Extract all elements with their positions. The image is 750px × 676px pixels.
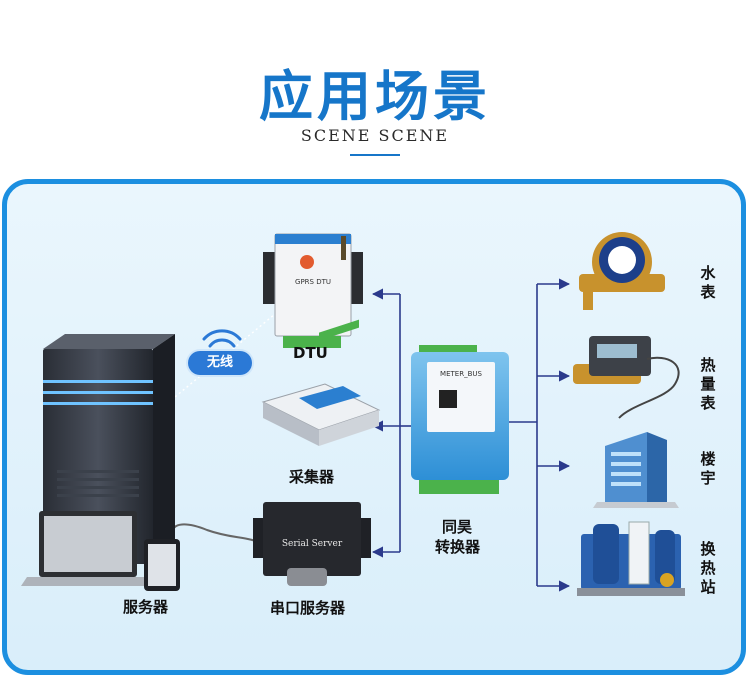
water-meter-icon [579,232,665,310]
application-scene-panel: GPRS DTU Serial Server METER_BUS [2,179,746,675]
meter-bus-converter-icon: METER_BUS [411,345,509,494]
heat-meter-icon [573,336,680,419]
page-subtitle: SCENE SCENE [300,126,450,145]
right-bus-connectors [509,278,571,592]
building-label: 楼宇 [700,450,716,487]
collector-device-icon [261,319,381,446]
dtu-label: DTU [293,344,328,362]
wireless-badge: 无线 [188,351,252,375]
serial-server-label: 串口服务器 [270,599,346,617]
dtu-device-text: GPRS DTU [295,278,331,286]
converter-label-line2: 转换器 [435,538,481,556]
tablet-icon [144,539,180,591]
page-title: 应用场景 [259,65,491,128]
serial-cable [171,523,264,545]
heat-exchange-station-label: 换热站 [700,540,716,596]
converter-device-text: METER_BUS [440,370,482,378]
collector-label: 采集器 [289,468,335,486]
serial-server-device-text: Serial Server [282,539,343,549]
serial-server-icon: Serial Server [253,502,371,586]
left-bus-connectors [371,288,411,558]
laptop-icon [21,511,157,586]
building-icon [593,432,679,508]
heat-meter-label: 热量表 [700,356,716,412]
heat-exchange-station-icon [577,521,685,596]
server-tower-icon [43,334,175,564]
server-label: 服务器 [123,598,169,616]
subtitle-underline [350,154,400,156]
converter-label-line1: 同昊 [442,518,473,536]
dtu-device-icon: GPRS DTU [263,233,363,348]
water-meter-label: 水表 [700,264,716,301]
network-diagram: GPRS DTU Serial Server METER_BUS [21,232,685,596]
